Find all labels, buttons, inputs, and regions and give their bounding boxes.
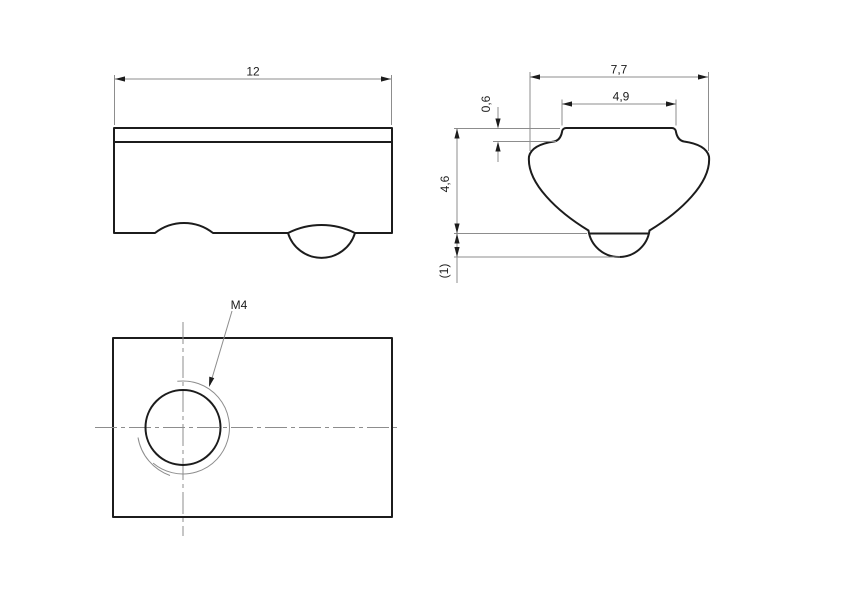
front-view-outline [113,127,393,234]
top-view: M4 [95,298,397,536]
front-view: 12 [113,65,393,259]
dimension-step-height: 0,6 [454,95,560,162]
dimension-top-width: 4,9 [561,90,677,126]
arrowhead-bottom [495,141,501,152]
side-view-profile-outline [527,127,711,259]
arrowhead-left [530,74,540,80]
dimension-text: 7,7 [611,63,628,77]
dimension-height: 4,6 [438,128,587,234]
arrowhead-right [666,101,676,107]
arrowhead-top [454,128,460,139]
arrowhead-left [562,101,572,107]
leader-arrowhead [209,376,215,387]
front-view-ball-arc [287,232,356,259]
dimension-overall-width: 7,7 [529,63,709,151]
side-view: 7,7 4,9 0,6 4,6 [437,63,711,283]
dimension-width-12: 12 [114,65,392,125]
arrowhead-top [454,233,460,244]
leader-line [209,310,233,386]
arrowhead-left [115,76,125,82]
arrowhead-top [495,118,501,129]
dimension-protrusion: (1) [437,233,620,283]
dimension-text: (1) [437,264,451,279]
dimension-text: 4,6 [438,175,452,192]
thread-callout-text: M4 [231,298,248,312]
arrowhead-right [381,76,391,82]
tap-hole-circle [144,389,222,466]
arrowhead-right [698,74,708,80]
arrowhead-bottom [454,247,460,257]
dimension-text: 12 [246,65,260,79]
dimension-text: 0,6 [479,95,493,112]
arrowhead-bottom [454,223,460,234]
thread-callout: M4 [209,298,248,387]
thread-arc [152,380,230,475]
thread-arc-overlap [137,437,171,476]
dimension-text: 4,9 [613,90,630,104]
